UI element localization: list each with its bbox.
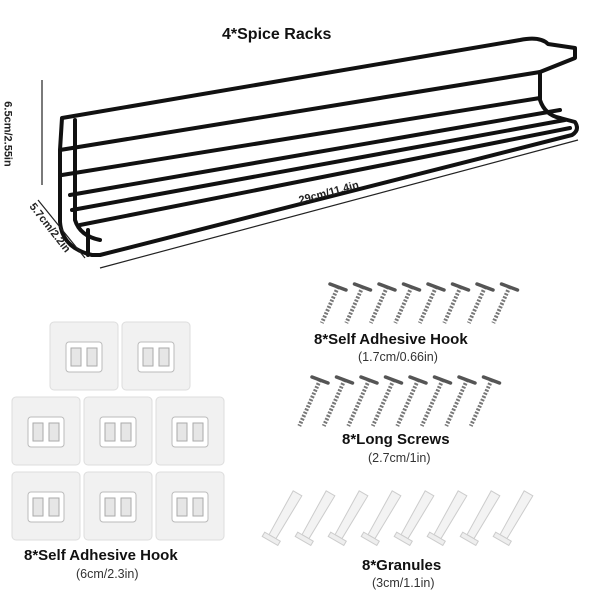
hooks-title: 8*Self Adhesive Hook [24,547,178,564]
screw [346,375,379,427]
hooks-size: (6cm/2.3in) [76,567,139,581]
adhesive-hook [49,321,119,391]
screw [344,282,373,324]
granule-anchor [459,490,501,547]
granule-anchor [261,490,303,547]
adhesive-hook [11,471,81,541]
screw [297,375,330,427]
rack-title: 4*Spice Racks [222,26,332,43]
screw [321,375,355,427]
spice-rack [58,36,579,257]
granules [261,490,534,547]
granule-anchor [492,490,534,547]
granule-anchor [426,490,468,547]
screw [370,375,404,427]
screw [468,375,502,427]
screw [395,375,428,427]
long-screws [297,375,502,427]
screw [319,282,348,324]
screw [491,282,520,324]
adhesive-hook [155,471,225,541]
screw [417,282,446,324]
short-screws-size: (1.7cm/0.66in) [358,350,438,364]
screw [368,282,397,324]
adhesive-hook [155,396,225,466]
adhesive-hook [11,396,81,466]
adhesive-hooks [11,321,225,541]
short-screws-title: 8*Self Adhesive Hook [314,331,468,348]
adhesive-hook [83,471,153,541]
adhesive-hook [121,321,191,391]
dimension-lines [37,80,579,269]
screw [393,282,422,324]
granule-anchor [360,490,402,547]
short-screws [319,282,520,324]
granule-anchor [327,490,369,547]
granules-size: (3cm/1.1in) [372,576,435,590]
granule-anchor [393,490,435,547]
screw [442,282,471,324]
long-screws-size: (2.7cm/1in) [368,451,431,465]
adhesive-hook [83,396,153,466]
screw [466,282,495,324]
screw [419,375,453,427]
granule-anchor [294,490,336,547]
granules-title: 8*Granules [362,557,442,574]
long-screws-title: 8*Long Screws [342,431,450,448]
screw [444,375,477,427]
rack-height-label: 6.5cm/2.55in [1,101,14,167]
